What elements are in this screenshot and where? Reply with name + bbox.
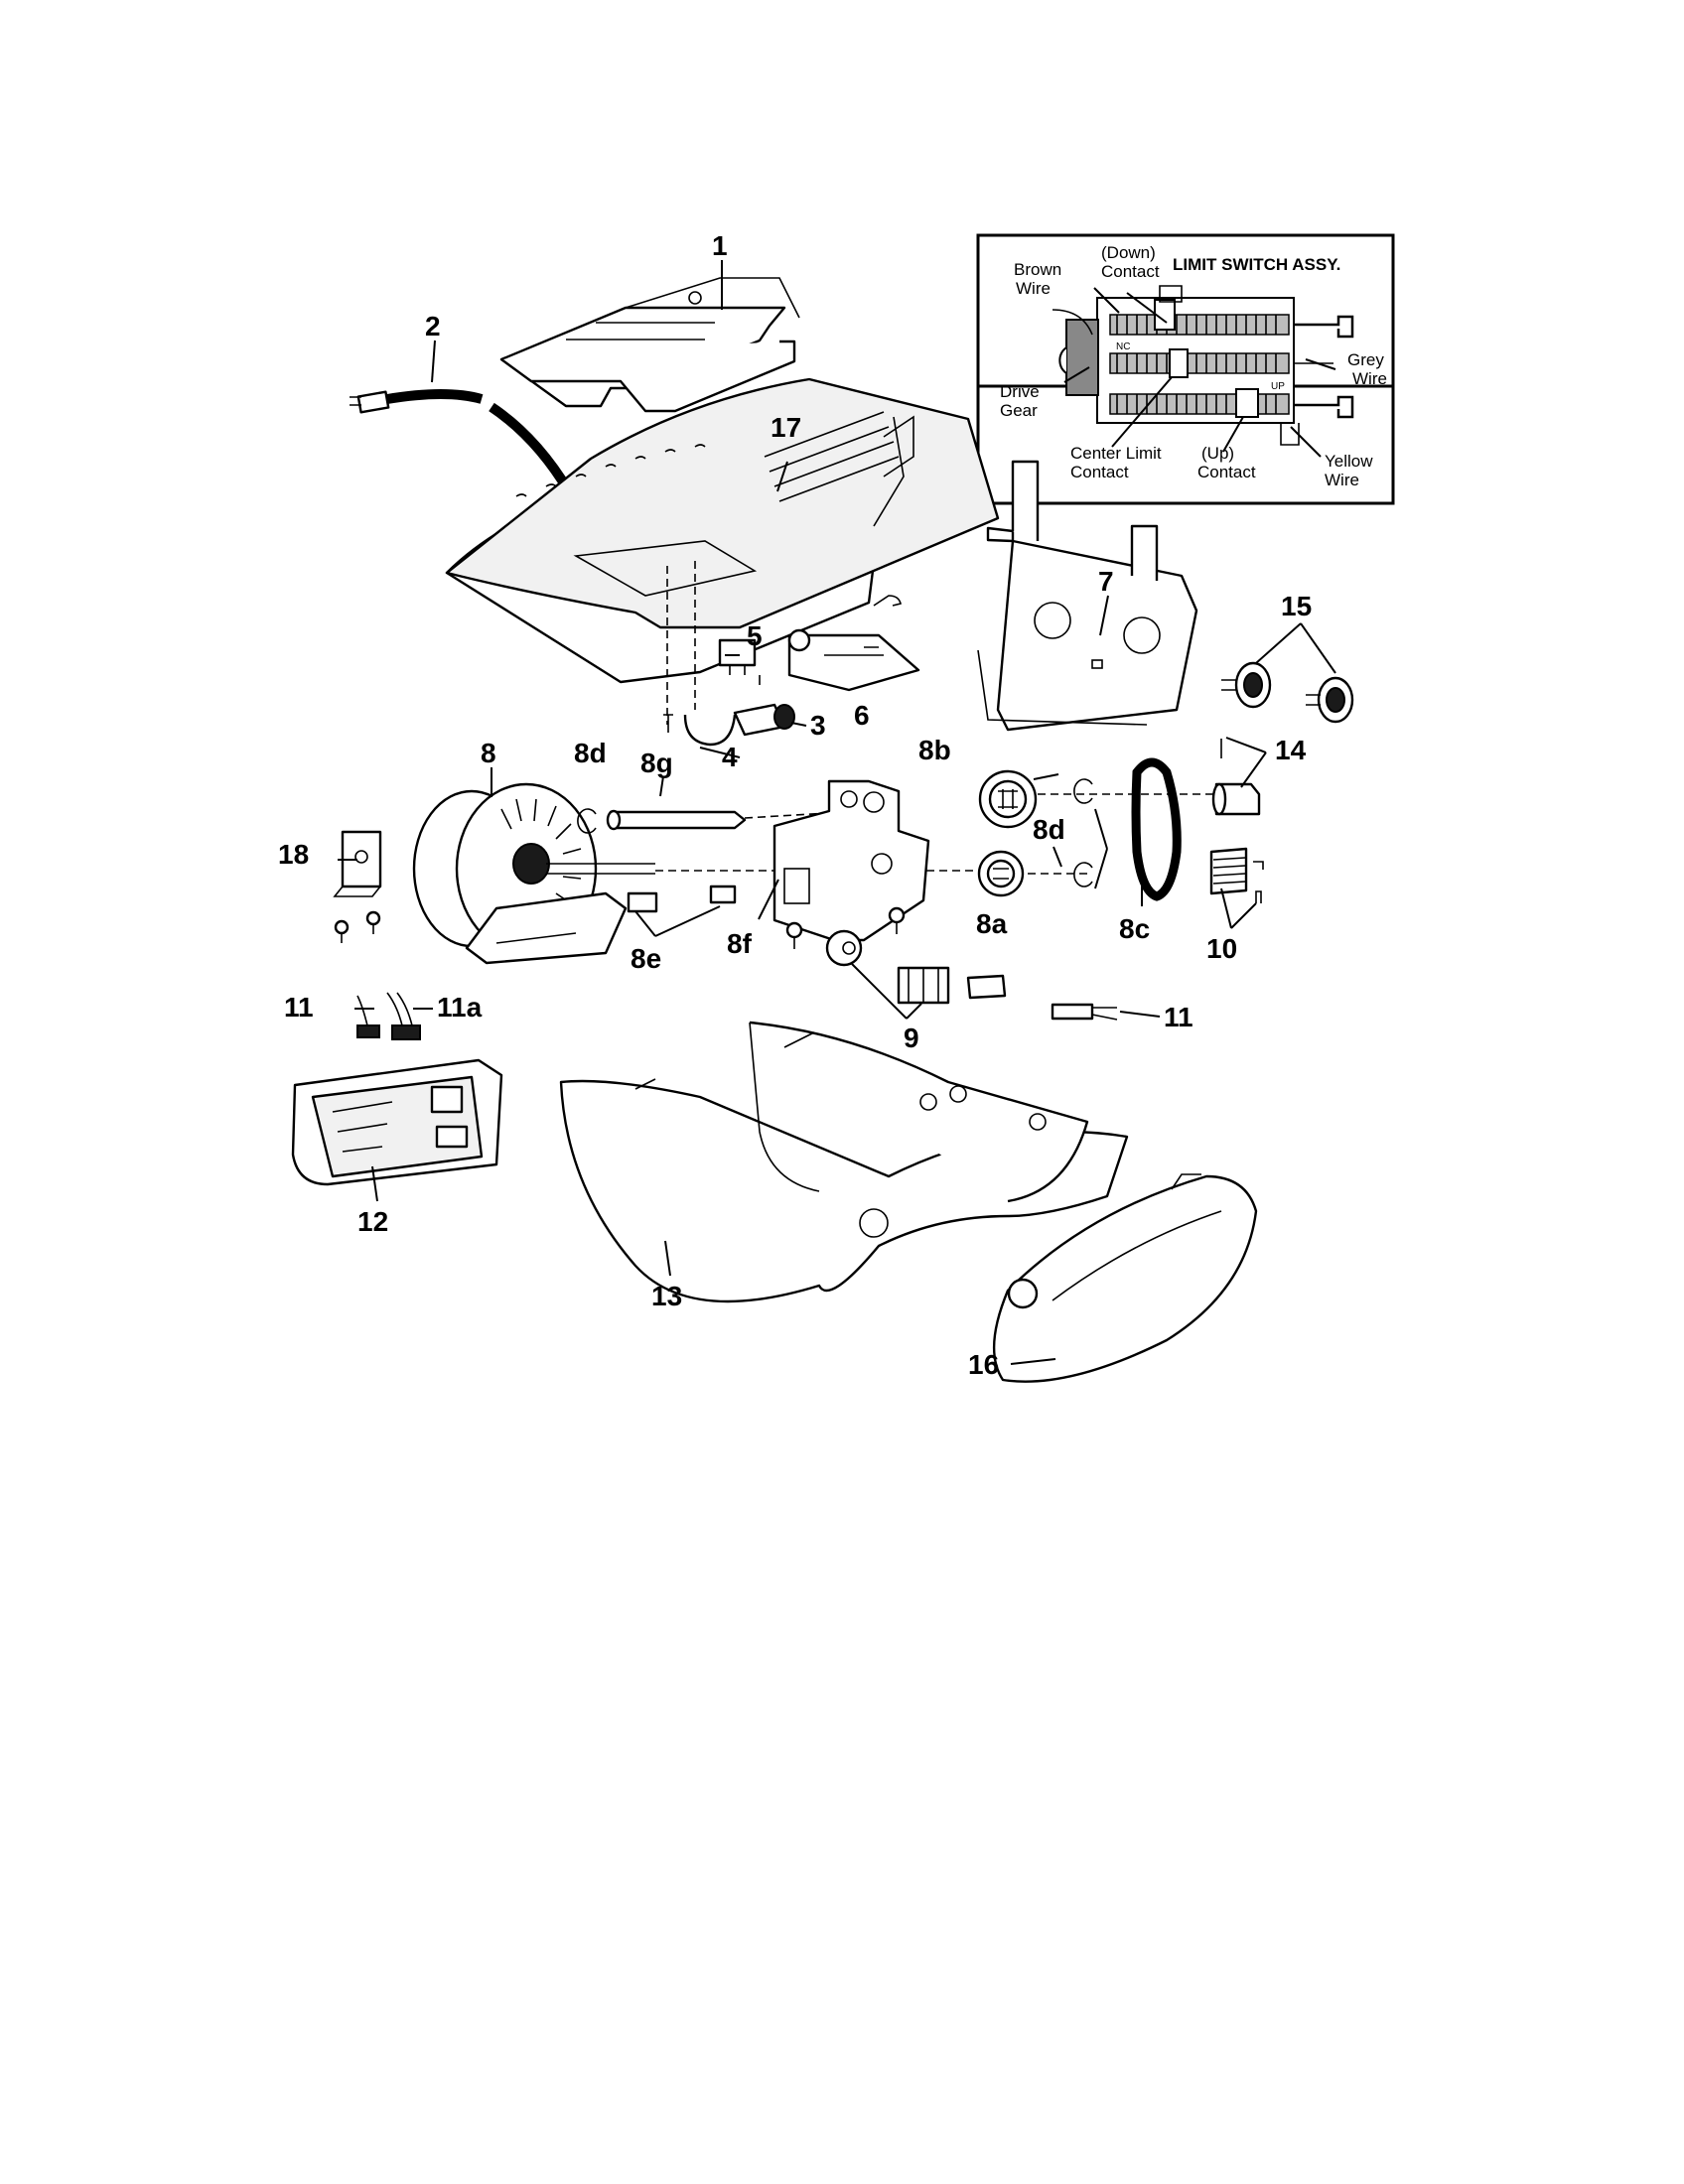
limit-switch-inset: LIMIT SWITCH ASSY. NC UP [976, 233, 1395, 489]
part-8c-belt [1131, 757, 1182, 901]
callout-8d-left: 8d [574, 738, 607, 768]
callout-12: 12 [357, 1206, 388, 1237]
part-17-chassis [445, 377, 1000, 684]
callout-2: 2 [425, 311, 441, 341]
part-1-cover-plate [499, 277, 800, 413]
label-down-contact: (Down)Contact [1101, 243, 1160, 281]
drive-gear [1065, 319, 1099, 396]
callout-11a: 11a [437, 992, 483, 1023]
part-8b-gear [978, 769, 1038, 829]
screws-8f [785, 906, 906, 949]
part-14-gear-pin [1211, 739, 1261, 816]
callout-18: 18 [278, 839, 309, 870]
nc-label: NC [1116, 341, 1130, 352]
part-12-logic-board [291, 1058, 503, 1186]
callout-10: 10 [1206, 933, 1237, 964]
callout-8: 8 [481, 738, 496, 768]
callout-3: 3 [810, 710, 826, 741]
callout-numbers: 1 2 3 4 5 6 7 8 8a 8b 8c 8d 8d 8e 8f 8g … [278, 230, 1312, 1380]
inset-frame [976, 233, 1395, 505]
callout-8a: 8a [976, 908, 1008, 939]
callout-14: 14 [1275, 735, 1307, 765]
part-13-lower-cover [559, 1021, 1129, 1303]
part-8f-motor-bracket [772, 779, 930, 942]
inset-title: LIMIT SWITCH ASSY. [1173, 255, 1340, 274]
callout-7: 7 [1098, 566, 1114, 597]
part-11-connector-right [1051, 1003, 1118, 1021]
label-up-contact: (Up)Contact [1197, 444, 1256, 481]
callout-9: 9 [904, 1023, 919, 1053]
part-8-motor [412, 782, 655, 965]
up-label: UP [1271, 381, 1285, 392]
callout-8f: 8f [727, 928, 753, 959]
part-8a-gear [977, 850, 1025, 897]
part-9-assy [825, 929, 1007, 1005]
part-11-11a-connectors-left [356, 992, 421, 1040]
callout-13: 13 [651, 1281, 682, 1311]
part-18-plate [333, 830, 382, 943]
part-6-switch-assy [787, 595, 920, 692]
part-8d-clips [577, 778, 1093, 887]
limit-screws [1109, 314, 1290, 415]
callout-leaders [338, 260, 1336, 1365]
callout-11-right: 11 [1164, 1002, 1193, 1032]
callout-8b: 8b [918, 735, 951, 765]
part-7-bracket [977, 460, 1198, 732]
callout-8c: 8c [1119, 913, 1150, 944]
callout-5: 5 [747, 620, 763, 651]
callout-15: 15 [1281, 591, 1312, 621]
callout-8e: 8e [631, 943, 661, 974]
part-4-strap [663, 714, 737, 747]
part-16-end-cap [993, 1173, 1258, 1383]
part-8g-shaft [606, 809, 747, 831]
part-2-power-cord [350, 389, 574, 494]
part-10-worm-gear [1209, 847, 1264, 903]
callout-16: 16 [968, 1349, 999, 1380]
part-15-adjustment-knobs [1221, 661, 1354, 724]
callout-11-left: 11 [284, 992, 314, 1023]
part-3-capacitor [733, 703, 795, 737]
part-5-clip [718, 638, 761, 685]
callout-8g: 8g [640, 748, 673, 778]
callout-4: 4 [722, 742, 738, 772]
callout-1: 1 [712, 230, 728, 261]
callout-17: 17 [771, 412, 801, 443]
callout-6: 6 [854, 700, 870, 731]
part-8e-blocks [627, 885, 737, 913]
callout-8d-right: 8d [1033, 814, 1065, 845]
